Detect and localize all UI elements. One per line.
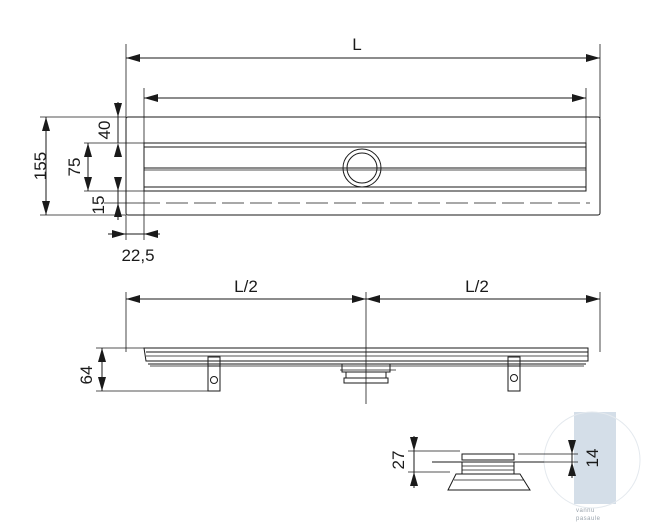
offset-40-label: 40	[95, 121, 114, 140]
total-length-label: L	[352, 35, 361, 54]
height-64-label: 64	[77, 366, 96, 385]
left-half-label: L/2	[234, 277, 258, 296]
watermark-line2: pasaule	[576, 516, 601, 522]
outlet-hole	[346, 152, 378, 184]
offset-22-5-label: 22,5	[121, 246, 154, 265]
left-mounting-foot	[207, 356, 221, 392]
outlet-detail: 27 14	[389, 436, 602, 491]
offset-15-label: 15	[89, 196, 108, 215]
outlet-ring	[342, 148, 382, 188]
side-view: L/2 L/2 64	[77, 277, 601, 404]
watermark: vannu pasaule	[543, 411, 641, 522]
height-14-label: 14	[583, 449, 602, 468]
side-outlet	[340, 363, 396, 384]
watermark-line1: vannu	[576, 508, 595, 514]
channel-outline	[125, 116, 601, 216]
top-view: L 155 40	[31, 35, 601, 265]
right-mounting-foot	[507, 356, 521, 392]
grate	[143, 142, 587, 192]
height-155-label: 155	[31, 152, 50, 180]
height-27-label: 27	[389, 451, 408, 470]
right-half-label: L/2	[465, 277, 489, 296]
channel-profile	[143, 347, 589, 362]
grate-75-label: 75	[65, 158, 84, 177]
